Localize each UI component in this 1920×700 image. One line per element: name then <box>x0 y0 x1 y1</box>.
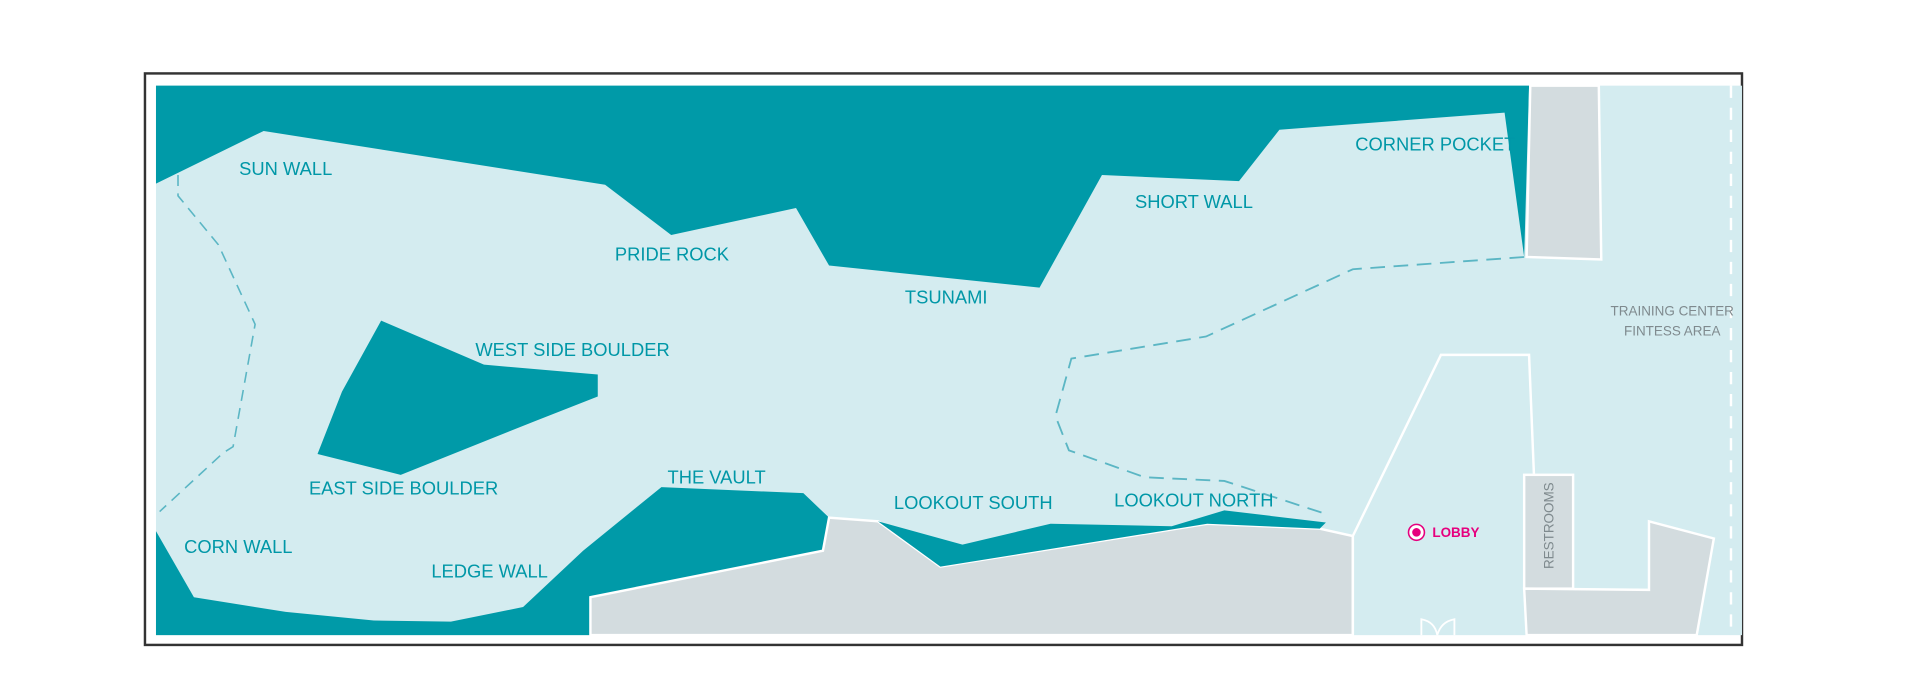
storage-room <box>1525 84 1603 261</box>
left-dashed-boundary <box>159 175 256 513</box>
bottom-left-wall <box>155 487 830 636</box>
label-ledge-wall: LEDGE WALL <box>431 561 548 582</box>
lobby-marker: LOBBY <box>1407 523 1479 542</box>
you-are-here-dot <box>1412 528 1421 537</box>
bottom-building <box>589 516 1355 637</box>
label-lobby: LOBBY <box>1432 525 1479 540</box>
label-pride-rock: PRIDE ROCK <box>615 244 730 265</box>
top-wall <box>155 85 1530 288</box>
label-lookout-north: LOOKOUT NORTH <box>1114 490 1273 511</box>
label-tsunami: TSUNAMI <box>905 286 988 307</box>
label-corn-wall: CORN WALL <box>184 536 292 557</box>
lower-right-room <box>1522 519 1716 637</box>
label-sun-wall: SUN WALL <box>239 158 332 179</box>
label-lookout-south: LOOKOUT SOUTH <box>894 492 1053 513</box>
door-icon <box>1420 618 1456 636</box>
lobby-outline <box>1351 353 1536 636</box>
boulder <box>317 320 598 475</box>
label-west-side-boulder: WEST SIDE BOULDER <box>475 339 669 360</box>
label-short-wall: SHORT WALL <box>1135 191 1253 212</box>
label-corner-pocket: CORNER POCKET <box>1355 134 1515 155</box>
right-dashed-boundary <box>1054 256 1525 515</box>
label-the-vault: THE VAULT <box>668 466 766 487</box>
label-restrooms: RESTROOMS <box>1542 482 1557 569</box>
label-training-center: TRAINING CENTER <box>1611 304 1735 319</box>
label-east-side-boulder: EAST SIDE BOULDER <box>309 477 498 498</box>
lookout-wall <box>878 510 1326 567</box>
restrooms-room <box>1522 473 1575 590</box>
label-fitness-area: FINTESS AREA <box>1624 323 1720 338</box>
